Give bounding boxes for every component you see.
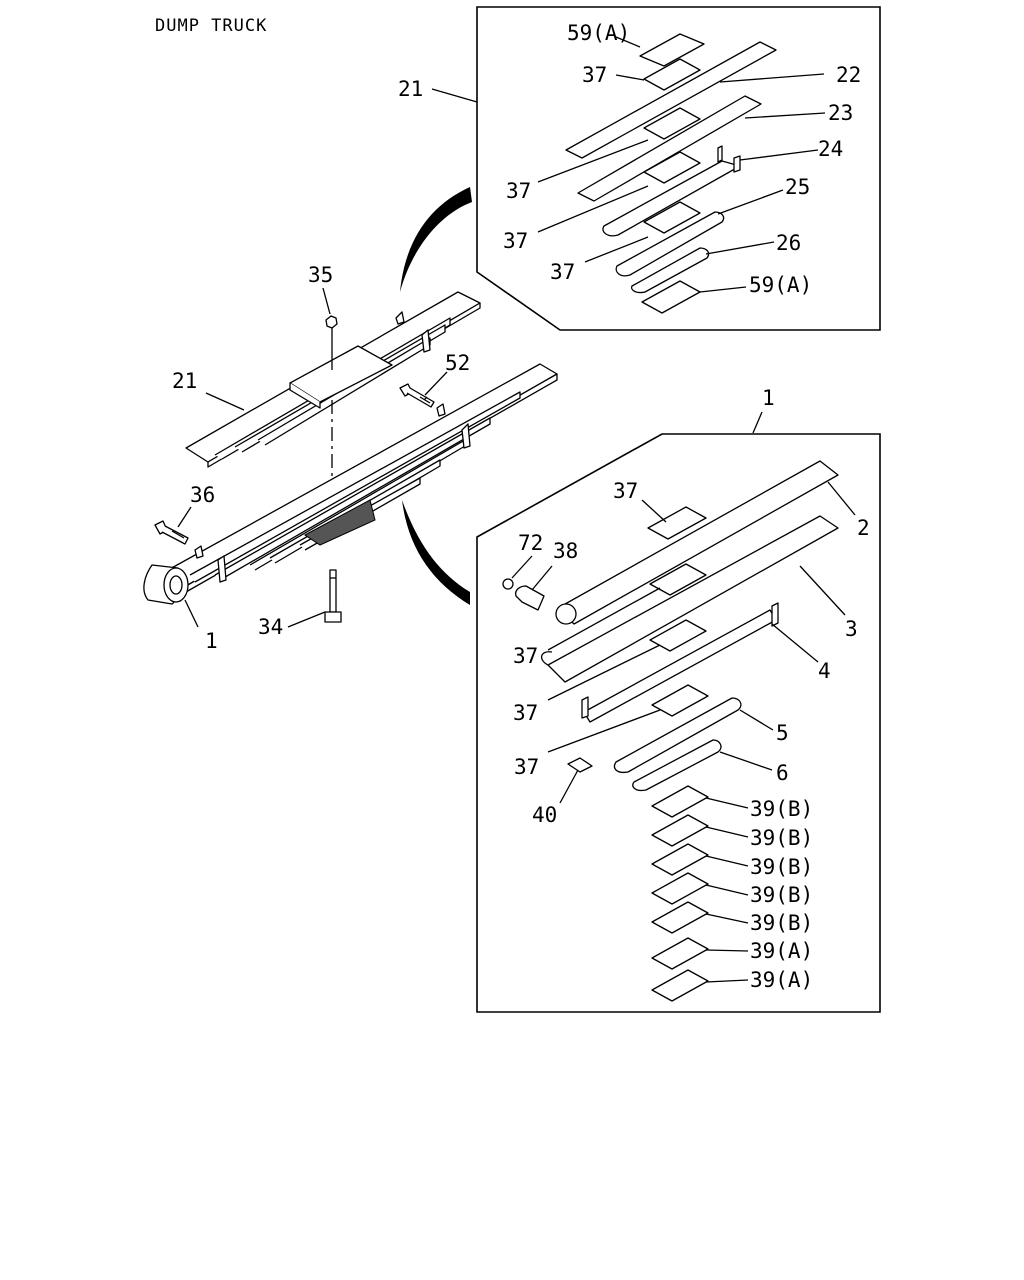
callout-37-u2: 37	[506, 179, 531, 203]
connector-arc-lower	[402, 500, 470, 605]
callout-39a-2: 39(A)	[750, 968, 813, 992]
callout-35: 35	[308, 263, 333, 287]
callout-37-l1: 37	[613, 479, 638, 503]
detail-frame-1	[476, 433, 881, 1013]
callout-37-u4: 37	[550, 260, 575, 284]
callout-23: 23	[828, 101, 853, 125]
leader-lines	[177, 36, 856, 983]
callout-labels: 21 35 21 52 36 1 34 1 59(A) 37 22 23 37 …	[172, 21, 870, 992]
callout-34: 34	[258, 615, 283, 639]
callout-37-l3: 37	[513, 701, 538, 725]
callout-21-detail: 21	[398, 77, 423, 101]
callout-3: 3	[845, 617, 858, 641]
callout-37-l4: 37	[514, 755, 539, 779]
callout-25: 25	[785, 175, 810, 199]
callout-4: 4	[818, 659, 831, 683]
callout-26: 26	[776, 231, 801, 255]
callout-24: 24	[818, 137, 843, 161]
callout-1: 1	[205, 629, 218, 653]
callout-39b-5: 39(B)	[750, 911, 813, 935]
callout-22: 22	[836, 63, 861, 87]
callout-21: 21	[172, 369, 197, 393]
callout-36: 36	[190, 483, 215, 507]
callout-5: 5	[776, 721, 789, 745]
callout-59a-bottom: 59(A)	[749, 273, 812, 297]
callout-39b-2: 39(B)	[750, 826, 813, 850]
callout-39a-1: 39(A)	[750, 939, 813, 963]
bolt-34	[324, 569, 342, 623]
bolt-36	[154, 520, 189, 545]
exploded-parts-21	[565, 33, 777, 314]
connector-arc-upper	[400, 187, 472, 292]
exploded-parts-1	[502, 460, 839, 1002]
callout-40: 40	[532, 803, 557, 827]
callout-52: 52	[445, 351, 470, 375]
callout-38: 38	[553, 539, 578, 563]
nut-35	[325, 315, 338, 329]
callout-39b-1: 39(B)	[750, 797, 813, 821]
callout-72: 72	[518, 531, 543, 555]
callout-37-u3: 37	[503, 229, 528, 253]
callout-37-l2: 37	[513, 644, 538, 668]
bolt-52	[399, 383, 435, 408]
callout-2: 2	[857, 516, 870, 540]
callout-6: 6	[776, 761, 789, 785]
callout-39b-4: 39(B)	[750, 883, 813, 907]
callout-59a-top: 59(A)	[567, 21, 630, 45]
spring-assembly-21	[185, 291, 481, 468]
spring-assembly-1	[143, 363, 558, 605]
callout-37-u1: 37	[582, 63, 607, 87]
diagram-title: DUMP TRUCK	[155, 16, 267, 36]
callout-39b-3: 39(B)	[750, 855, 813, 879]
callout-1-detail: 1	[762, 386, 775, 410]
